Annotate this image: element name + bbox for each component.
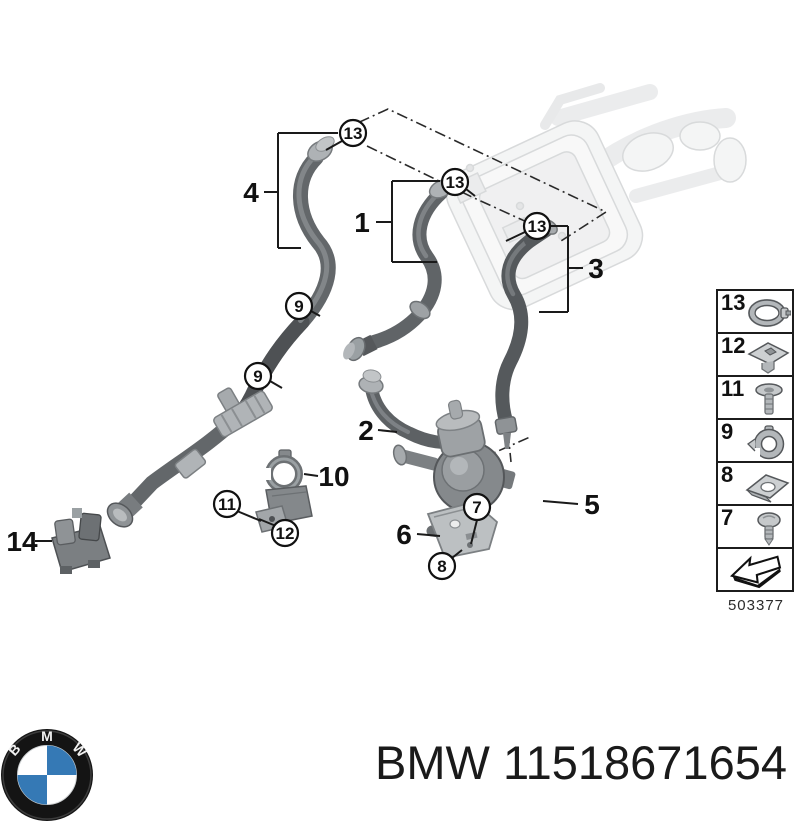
callout-8: 8 xyxy=(437,557,446,576)
callout-9b: 9 xyxy=(253,367,262,386)
logo-letter-m: M xyxy=(41,729,53,744)
fastener-legend: 13 12 11 9 xyxy=(716,289,794,592)
legend-number: 7 xyxy=(721,505,734,530)
callout-2: 2 xyxy=(358,415,374,446)
legend-row-12: 12 xyxy=(718,332,792,375)
legend-row-13: 13 xyxy=(718,291,792,332)
callout-circle-7 xyxy=(462,492,492,522)
callout-6: 6 xyxy=(396,519,412,550)
legend-number: 11 xyxy=(721,376,745,401)
legend-number: 13 xyxy=(721,290,746,315)
washer-screw-icon xyxy=(755,383,783,415)
callout-5: 5 xyxy=(584,489,600,520)
legend-row-9: 9 xyxy=(718,418,792,461)
hose3-end-connector xyxy=(494,416,518,435)
legend-number: 9 xyxy=(721,419,734,444)
bmw-logo: B M W xyxy=(1,729,93,821)
callout-circle-8 xyxy=(427,551,457,581)
pipe-clamp-icon xyxy=(746,425,785,460)
callout-3: 3 xyxy=(588,253,604,284)
legend-number: 12 xyxy=(721,333,746,358)
callout-10: 10 xyxy=(318,461,349,492)
callout-13b: 13 xyxy=(446,173,465,192)
bracket-clip-14 xyxy=(51,508,111,574)
callout-circle-13a xyxy=(338,118,368,148)
roundel-quadrant-blue-bl xyxy=(17,775,47,805)
parts-diagram: 1 2 3 4 5 6 10 14 13 13 13 9 9 7 8 11 12 xyxy=(6,83,747,581)
legend-row-8: 8 xyxy=(718,461,792,504)
callout-1: 1 xyxy=(354,207,370,238)
round-screw-icon xyxy=(757,512,781,546)
callout-13a: 13 xyxy=(344,124,363,143)
callout-4: 4 xyxy=(243,177,259,208)
hose-clamp-icon xyxy=(748,299,791,327)
legend-row-7: 7 xyxy=(718,504,792,547)
legend-row-11: 11 xyxy=(718,375,792,418)
hose1-clamp-ring xyxy=(409,300,431,320)
callout-circle-13c xyxy=(522,211,552,241)
coolant-hose-1 xyxy=(343,179,454,362)
callout-9a: 9 xyxy=(294,297,303,316)
callout-14: 14 xyxy=(6,526,38,557)
hose4-t-connector xyxy=(213,387,273,438)
callout-circle-9a xyxy=(284,291,314,321)
callout-13c: 13 xyxy=(528,217,547,236)
part-number-label: BMW 11518671654 xyxy=(375,736,787,789)
callout-12: 12 xyxy=(276,524,295,543)
legend-row-arrow xyxy=(718,547,792,590)
callout-circle-12 xyxy=(270,518,300,548)
callout-circle-13b xyxy=(440,167,470,197)
hose4-collar xyxy=(174,448,207,479)
direction-arrow-icon xyxy=(729,555,782,589)
diagram-code: 503377 xyxy=(727,597,785,614)
roundel-quadrant-blue-tr xyxy=(47,745,77,775)
speed-nut-icon xyxy=(745,474,790,503)
callout-leaders xyxy=(35,132,583,559)
coolant-hose-4 xyxy=(106,136,336,528)
parts-catalog-page: { "diagram": { "plain_callouts": [ {"tex… xyxy=(1,83,794,821)
legend-number: 8 xyxy=(721,462,734,487)
auxiliary-water-pump xyxy=(392,399,516,538)
plate-nut-icon xyxy=(747,342,790,374)
callout-11: 11 xyxy=(218,495,236,514)
callout-circle-11 xyxy=(212,489,242,519)
callout-7: 7 xyxy=(472,498,481,517)
callout-circle-9b xyxy=(243,361,273,391)
